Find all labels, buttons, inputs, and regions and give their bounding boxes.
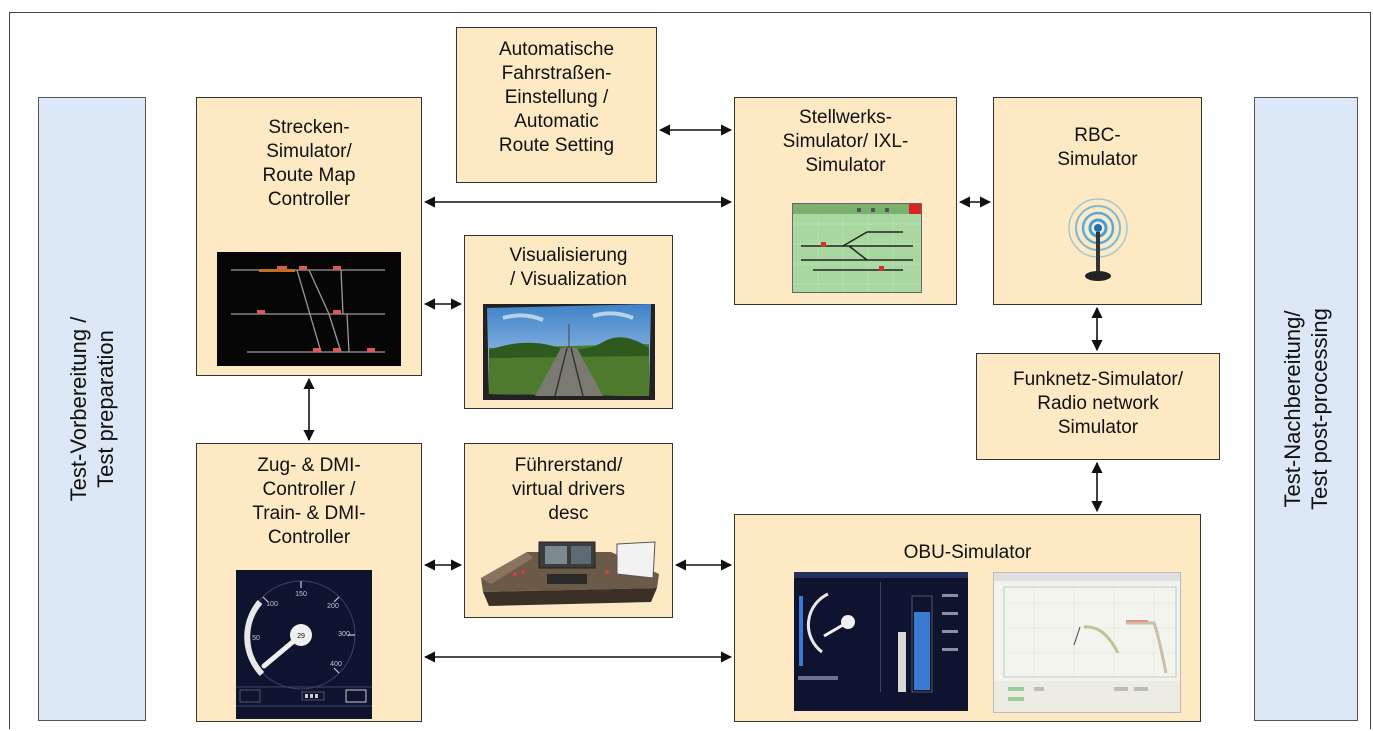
dmi-tick: 150 — [295, 591, 307, 598]
route-map-controller-box: Strecken- Simulator/ Route Map Controlle… — [196, 97, 422, 376]
radio-antenna-icon — [1058, 192, 1138, 287]
visualization-box: Visualisierung / Visualization — [464, 235, 673, 409]
drivers-cab-screenshot — [475, 538, 663, 610]
rbc-simulator-box: RBC- Simulator — [993, 97, 1202, 305]
obu-simulator-box: OBU-Simulator — [734, 514, 1201, 722]
dmi-speedometer-screenshot: 50 100 150 200 300 400 29 — [236, 570, 372, 719]
drivers-desk-box: Führerstand/ virtual drivers desc — [464, 443, 673, 618]
visualization-screenshot — [483, 304, 655, 400]
test-preparation-panel: Test-Vorbereitung / Test preparation — [38, 97, 146, 721]
dmi-tick: 50 — [252, 635, 260, 642]
interlocking-screenshot — [792, 203, 922, 293]
dmi-tick: 200 — [327, 603, 339, 610]
automatic-route-setting-label: Automatische Fahrstraßen- Einstellung / … — [498, 39, 615, 156]
obu-chart-screenshot — [993, 572, 1181, 713]
route-map-controller-label: Strecken- Simulator/ Route Map Controlle… — [262, 117, 356, 210]
automatic-route-setting-box: Automatische Fahrstraßen- Einstellung / … — [456, 27, 657, 183]
interlocking-simulator-box: Stellwerks- Simulator/ IXL- Simulator — [734, 97, 957, 305]
train-dmi-controller-box: Zug- & DMI- Controller / Train- & DMI- C… — [196, 443, 422, 722]
dmi-tick: 300 — [338, 631, 350, 638]
test-post-processing-panel: Test-Nachbereitung/ Test post-processing — [1254, 97, 1358, 721]
interlocking-simulator-label: Stellwerks- Simulator/ IXL- Simulator — [782, 107, 909, 176]
rbc-simulator-label: RBC- Simulator — [1057, 125, 1138, 170]
drivers-desk-label: Führerstand/ virtual drivers desc — [512, 455, 625, 524]
train-dmi-controller-label: Zug- & DMI- Controller / Train- & DMI- C… — [252, 455, 366, 548]
obu-simulator-label: OBU-Simulator — [903, 542, 1032, 563]
dmi-speed-readout: 29 — [297, 633, 305, 640]
dmi-tick: 100 — [266, 601, 278, 608]
route-map-screenshot — [217, 252, 401, 366]
radio-network-simulator-label: Funknetz-Simulator/ Radio network Simula… — [1012, 369, 1183, 438]
radio-network-simulator-box: Funknetz-Simulator/ Radio network Simula… — [976, 353, 1220, 460]
obu-dmi-screenshot — [794, 572, 968, 711]
visualization-label: Visualisierung / Visualization — [509, 245, 628, 290]
diagram-frame — [9, 12, 1371, 729]
dmi-tick: 400 — [330, 661, 342, 668]
